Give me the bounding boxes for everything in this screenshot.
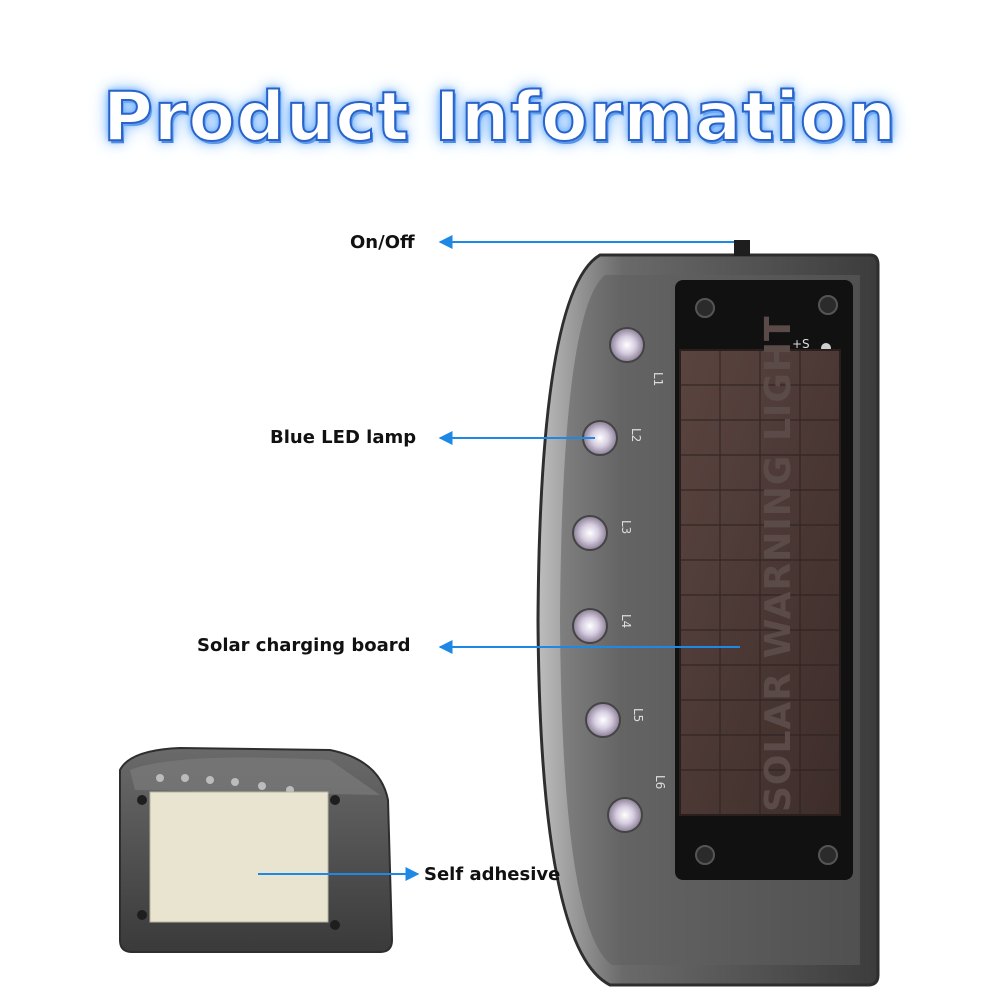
led-label: L2 (629, 428, 643, 442)
on-off-switch (734, 240, 750, 256)
led-icon (572, 608, 608, 644)
blue-led-label: Blue LED lamp (270, 427, 417, 448)
screw-icon (818, 295, 838, 315)
switch-marking: +S (792, 337, 810, 351)
led-icon (609, 327, 645, 363)
led-row: L1 L2 L3 L4 L5 L6 (572, 327, 667, 833)
main-device: +S SOLAR WARNING LIGHT (536, 240, 880, 987)
on-off-label: On/Off (350, 232, 415, 253)
solar-panel-text: SOLAR WARNING LIGHT (758, 315, 799, 812)
led-icon (585, 702, 621, 738)
page-title: Product Information (102, 77, 897, 158)
led-label: L5 (631, 708, 645, 722)
solar-board-label: Solar charging board (197, 635, 411, 656)
led-label: L4 (619, 614, 633, 628)
screw-icon (818, 845, 838, 865)
rear-device (119, 746, 394, 953)
solar-panel-grid (680, 350, 840, 815)
callout-lines (258, 235, 740, 881)
screw-icon (695, 298, 715, 318)
led-label: L1 (651, 372, 665, 386)
self-adhesive-label: Self adhesive (424, 864, 561, 885)
led-label: L6 (653, 775, 667, 789)
screw-icon (695, 845, 715, 865)
led-icon (572, 515, 608, 551)
led-icon (607, 797, 643, 833)
led-label: L3 (619, 520, 633, 534)
adhesive-pad (149, 791, 329, 923)
